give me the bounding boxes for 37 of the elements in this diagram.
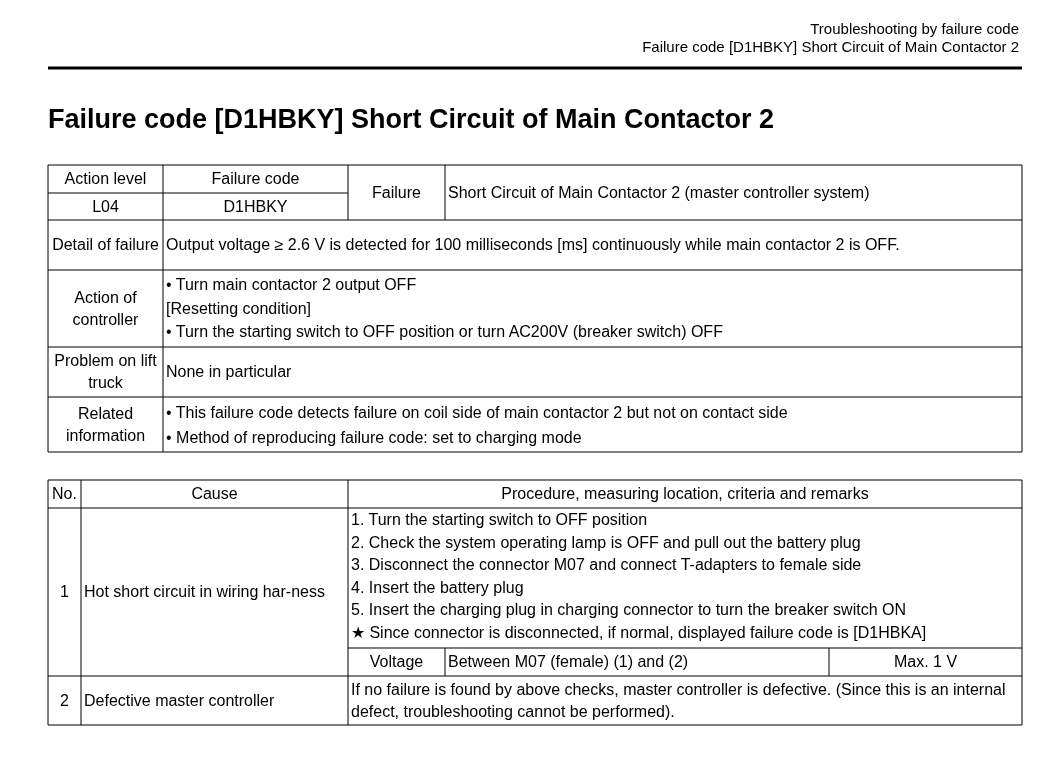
cell-text: If no failure is found by above checks, master controller is defective. (Since this is an internal defect, troubleshooting cannot be performed). bbox=[351, 679, 1007, 722]
section-header: Failure code [D1HBKY] Short Circuit of Main Contactor 2 bbox=[642, 38, 1019, 56]
row-heading: Action of controller bbox=[71, 287, 140, 330]
cell-text: Short Circuit of Main Contactor 2 (master controller system) bbox=[448, 182, 870, 203]
cell-text: Voltage bbox=[369, 652, 424, 672]
row-heading: Failure bbox=[372, 182, 421, 203]
column-heading: Cause bbox=[191, 484, 238, 504]
cell-text: Hot short circuit in wiring har-ness bbox=[84, 582, 325, 602]
list-item: 4. Insert the battery plug bbox=[351, 578, 524, 598]
cell-text: Defective master controller bbox=[84, 690, 275, 711]
column-heading: Action level bbox=[64, 169, 147, 189]
list-item: 3. Disconnect the connector M07 and connect T-adapters to female side bbox=[351, 555, 862, 575]
cell-text: Between M07 (female) (1) and (2) bbox=[448, 652, 689, 672]
section-header: Troubleshooting by failure code bbox=[810, 20, 1019, 38]
list-item: • Turn the starting switch to OFF position or turn AC200V (breaker switch) OFF bbox=[166, 322, 723, 342]
row-heading: Problem on lift truck bbox=[53, 351, 158, 393]
list-item: • Turn main contactor 2 output OFF bbox=[166, 275, 417, 295]
note-text: ★ Since connector is disconnected, if normal, displayed failure code is [D1HBKA] bbox=[351, 623, 927, 643]
column-heading: No. bbox=[52, 484, 77, 504]
cell-text: [Resetting condition] bbox=[166, 298, 311, 319]
cell-text: D1HBKY bbox=[223, 196, 288, 217]
cell-text: Max. 1 V bbox=[893, 652, 958, 672]
page-title: Failure code [D1HBKY] Short Circuit of Main Contactor 2 bbox=[48, 104, 775, 135]
cell-text: 2 bbox=[60, 690, 69, 711]
list-item: 1. Turn the starting switch to OFF position bbox=[351, 510, 648, 530]
row-heading: Related information bbox=[64, 403, 147, 446]
list-item: 5. Insert the charging plug in charging connector to turn the breaker switch ON bbox=[351, 600, 906, 620]
cell-text: None in particular bbox=[166, 362, 292, 382]
column-heading: Failure code bbox=[211, 169, 300, 189]
column-heading: Procedure, measuring location, criteria and remarks bbox=[501, 484, 869, 504]
list-item: • This failure code detects failure on coil side of main contactor 2 but not on contact side bbox=[166, 403, 788, 423]
cell-text: 1 bbox=[60, 582, 69, 602]
row-heading: Detail of failure bbox=[52, 235, 159, 255]
cell-text: Output voltage ≥ 2.6 V is detected for 100 milliseconds [ms] continuously while main contactor 2 is OFF. bbox=[166, 235, 900, 255]
list-item: • Method of reproducing failure code: set to charging mode bbox=[166, 428, 582, 448]
cell-text: L04 bbox=[92, 196, 119, 217]
list-item: 2. Check the system operating lamp is OFF and pull out the battery plug bbox=[351, 533, 861, 553]
